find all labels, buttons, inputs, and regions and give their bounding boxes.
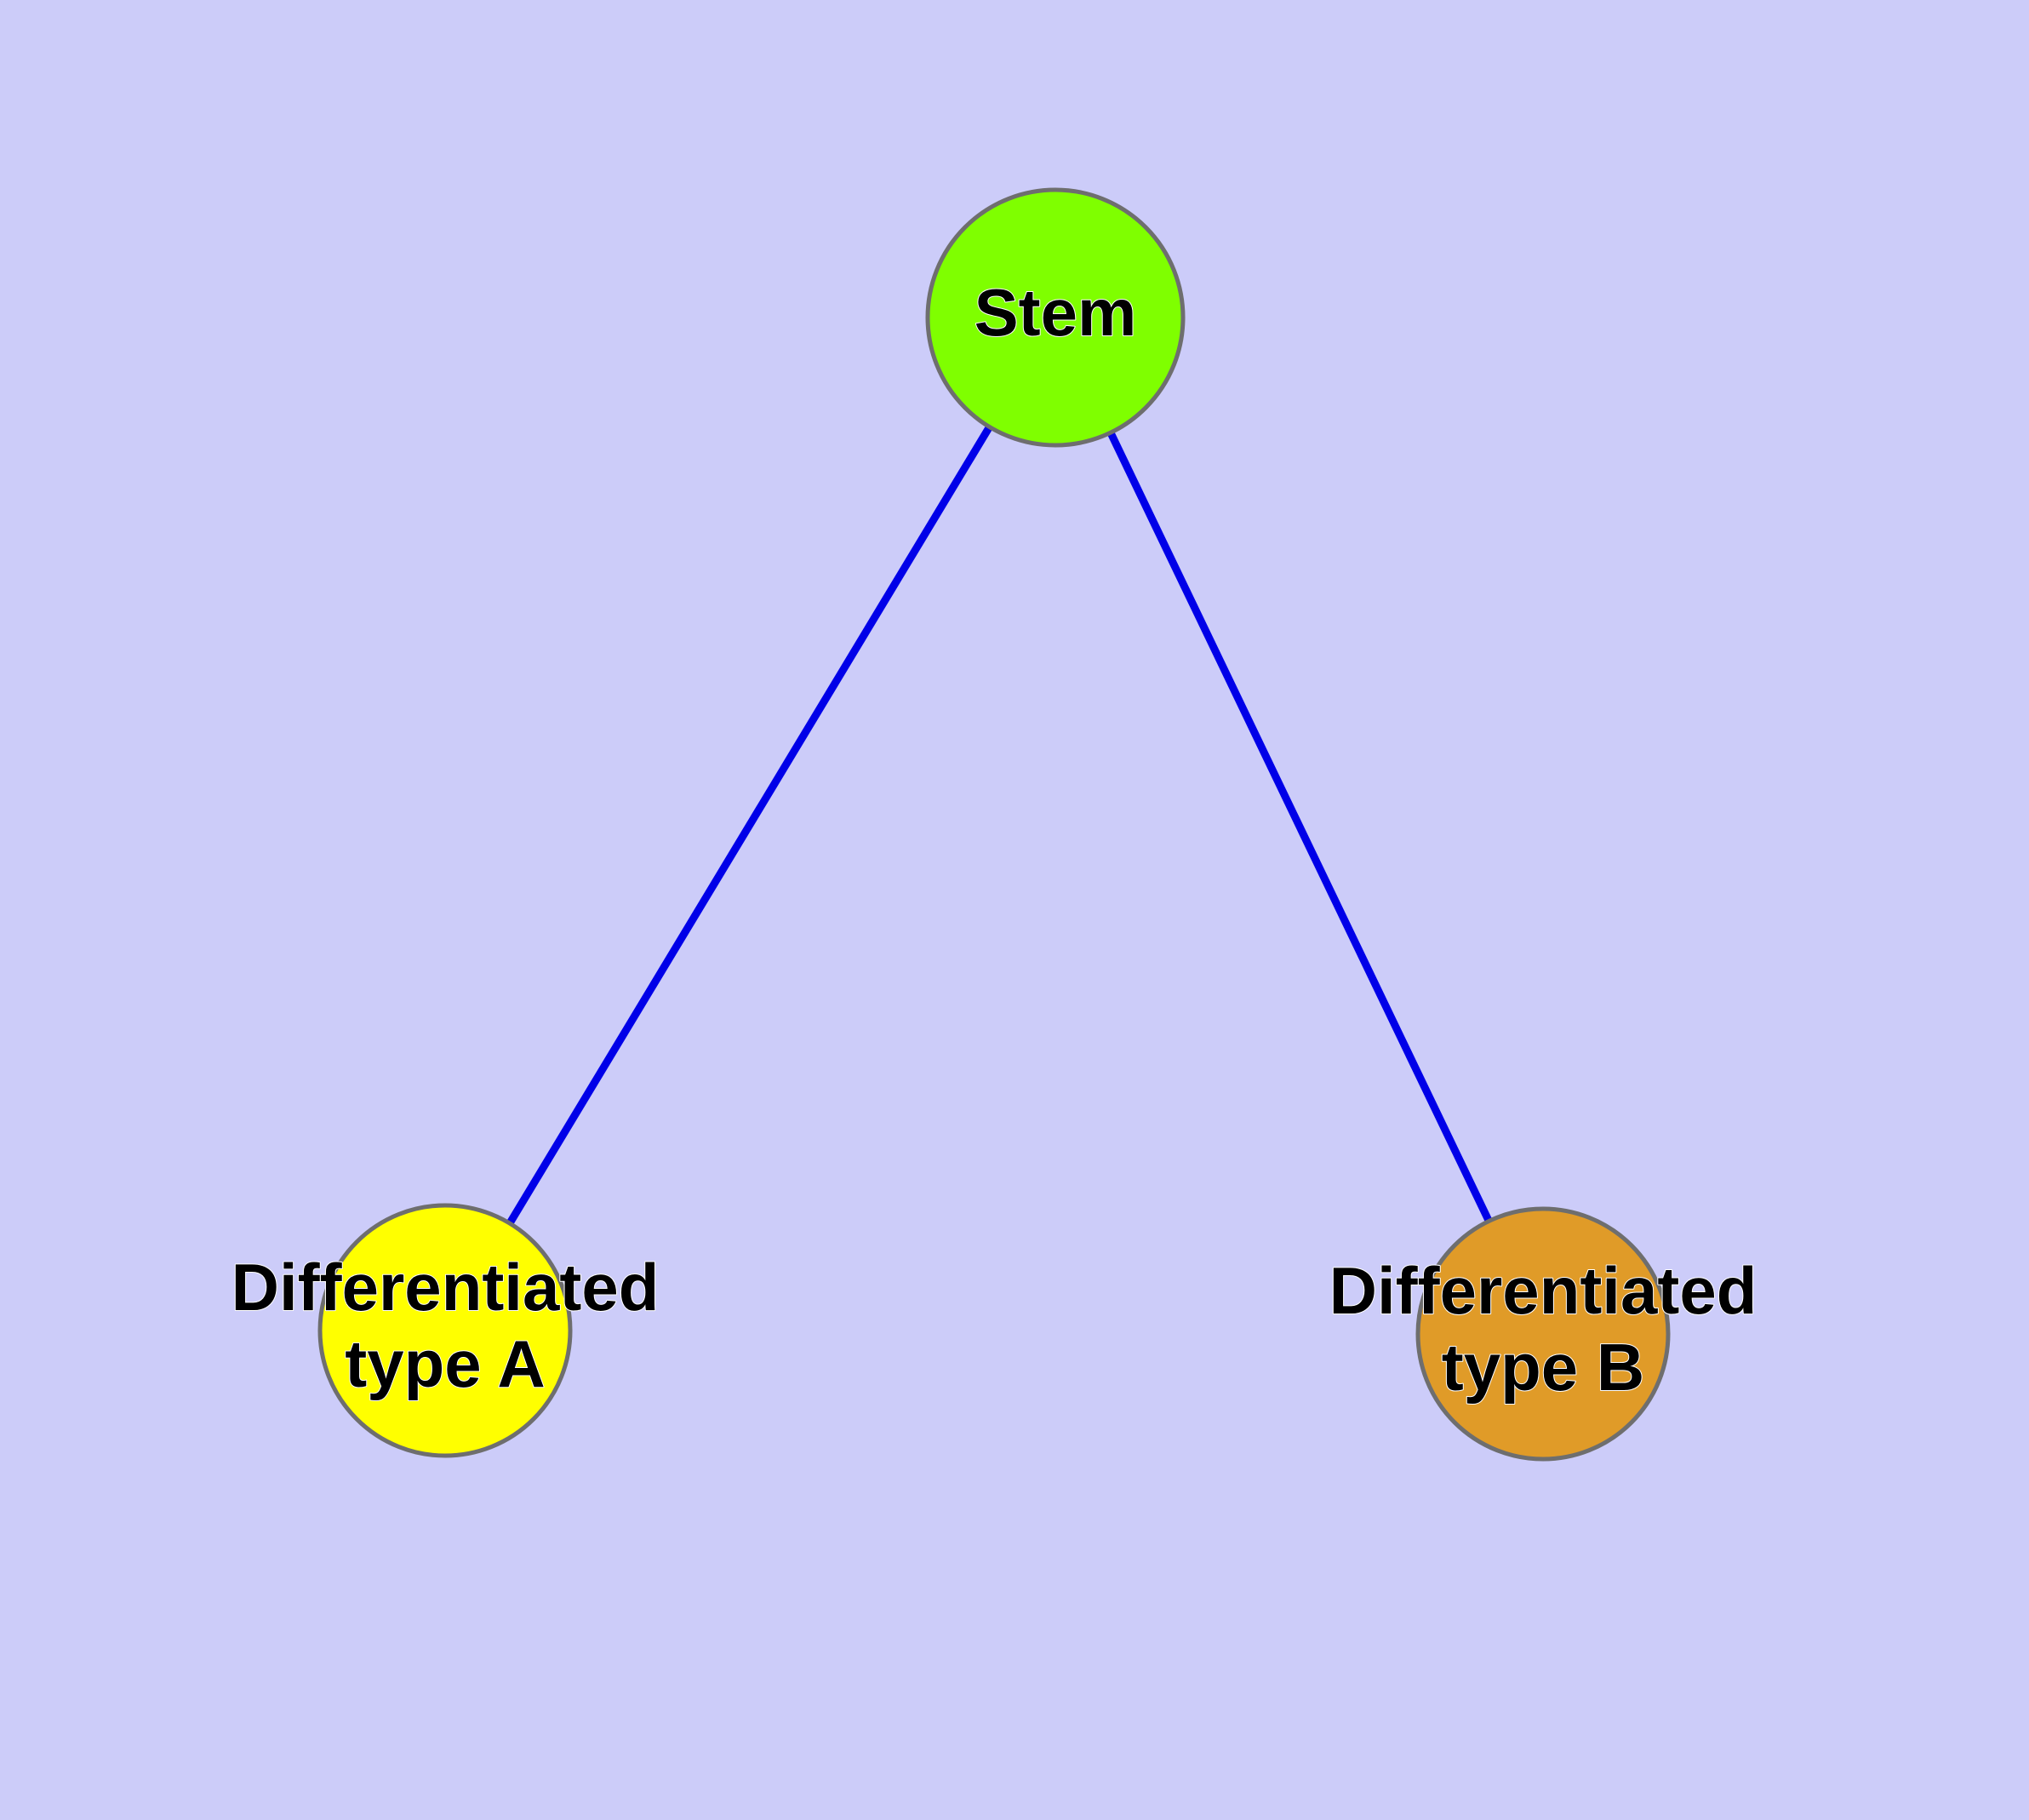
node-label-line: type B [1442,1329,1644,1404]
node-label-line: Stem [974,275,1137,350]
node-diff_b[interactable] [1415,1206,1671,1462]
edge-stem-to-diff_a[interactable] [442,315,1059,1333]
edge-stem-to-diff_b[interactable] [1051,316,1547,1336]
edges-layer [442,315,1547,1336]
nodes-layer [317,187,1671,1462]
node-label-stem: Stem [974,275,1137,350]
node-diff_a[interactable] [317,1203,573,1458]
node-stem[interactable] [925,187,1186,448]
node-label-line: type A [345,1325,546,1400]
node-label-line: Differentiated [1329,1253,1758,1328]
node-label-line: Differentiated [231,1250,660,1325]
